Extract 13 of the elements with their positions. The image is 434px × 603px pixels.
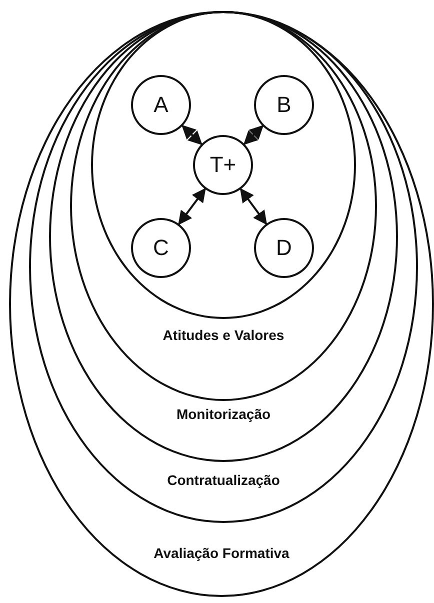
ellipse-label: Monitorização: [175, 406, 272, 422]
arrow: [178, 188, 206, 226]
ellipse-label: Atitudes e Valores: [162, 327, 286, 343]
ellipse-label: Avaliação Formativa: [152, 545, 290, 561]
circle-label: C: [152, 237, 170, 259]
arrow: [182, 124, 202, 146]
arrow: [243, 125, 264, 145]
ellipse-label: Contratualização: [166, 472, 281, 488]
circle-label: B: [276, 94, 292, 116]
circle-label: A: [152, 94, 170, 116]
arrow: [240, 188, 268, 225]
circle-label: T+: [208, 154, 238, 176]
circle-label: D: [275, 237, 293, 259]
